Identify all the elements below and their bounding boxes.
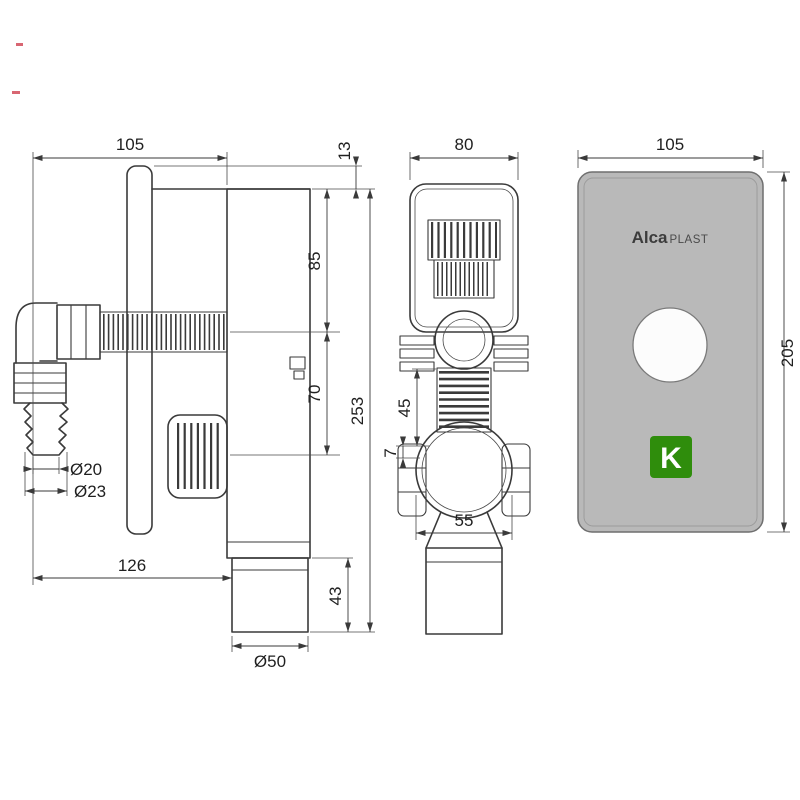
- cover-dimension-lines: [578, 157, 785, 532]
- inlet-thread-band: [433, 259, 495, 299]
- side-view: 105 13 85 70 253 43 Ø20 Ø23 126 Ø50: [13, 135, 375, 671]
- cover-plate-inner-edge: [583, 177, 758, 527]
- logo-square: [650, 436, 692, 478]
- trap-circle: [415, 421, 513, 519]
- wall-plate-side: [126, 165, 153, 535]
- dim-label-outlet-length: 43: [326, 587, 345, 606]
- dim-label-total-height: 253: [348, 397, 367, 425]
- front-extension-lines: [396, 152, 519, 540]
- dim-label-hose-reach: 126: [118, 556, 146, 575]
- side-extension-lines: [24, 152, 375, 652]
- cleanout-cap: [167, 414, 228, 499]
- siphon-body-box: [226, 188, 311, 559]
- bellows: [436, 367, 492, 433]
- dim-label-inlet-from-top: 85: [305, 252, 324, 271]
- front-shield-body: [409, 183, 519, 333]
- front-view: 80 45 7 55: [381, 135, 531, 635]
- inlet-funnel-inner-circle: [442, 318, 486, 362]
- side-geometry: [13, 165, 311, 633]
- dim-label-inlet-to-trap: 70: [305, 385, 324, 404]
- inlet-funnel-circle: [434, 310, 494, 370]
- side-wing-left: [397, 443, 427, 517]
- artifact-mark: [12, 91, 20, 94]
- rib-flange-left: [399, 335, 435, 372]
- inlet-thread-cap: [427, 219, 501, 261]
- dim-label-plate-offset: 13: [335, 142, 354, 161]
- front-shield-inner: [414, 188, 514, 328]
- dim-label-top-width-side: 105: [116, 135, 144, 154]
- lock-nut: [56, 304, 101, 360]
- union-nut: [13, 362, 67, 404]
- dim-label-cover-width: 105: [656, 135, 684, 154]
- side-wing-right: [501, 443, 531, 517]
- rib-flange-right: [493, 335, 529, 372]
- front-dimension-lines: [402, 157, 518, 534]
- scan-artifacts: [12, 43, 23, 94]
- cover-extension-lines: [577, 150, 790, 533]
- latch-clip: [289, 356, 306, 380]
- artifact-mark: [16, 43, 23, 46]
- trap-inner-circle: [421, 427, 507, 513]
- logo-letter: K: [660, 442, 682, 475]
- dim-label-top-width-front: 80: [455, 135, 474, 154]
- elbow: [15, 302, 58, 364]
- dim-label-cover-height: 205: [778, 339, 797, 367]
- outlet-pipe-side: [231, 557, 309, 633]
- cover-hole-circle: [632, 307, 708, 383]
- dim-label-hose-inner-dia: Ø20: [70, 460, 102, 479]
- retailer-logo: K: [650, 436, 692, 478]
- dim-label-trap-dia: 55: [455, 511, 474, 530]
- outlet-transition-right: [486, 511, 503, 549]
- dim-label-gap: 7: [381, 448, 400, 457]
- threaded-wall-pipe: [99, 311, 228, 353]
- brand-bold: Alca: [632, 228, 668, 247]
- brand-light: PLAST: [669, 234, 708, 246]
- outlet-pipe-front: [425, 547, 503, 635]
- dim-label-mid-height: 45: [395, 399, 414, 418]
- front-geometry: [397, 183, 531, 635]
- outlet-transition-left: [425, 511, 442, 549]
- dim-label-hose-outer-dia: Ø23: [74, 482, 106, 501]
- hose-barb: [23, 402, 69, 456]
- dim-label-outlet-dia: Ø50: [254, 652, 286, 671]
